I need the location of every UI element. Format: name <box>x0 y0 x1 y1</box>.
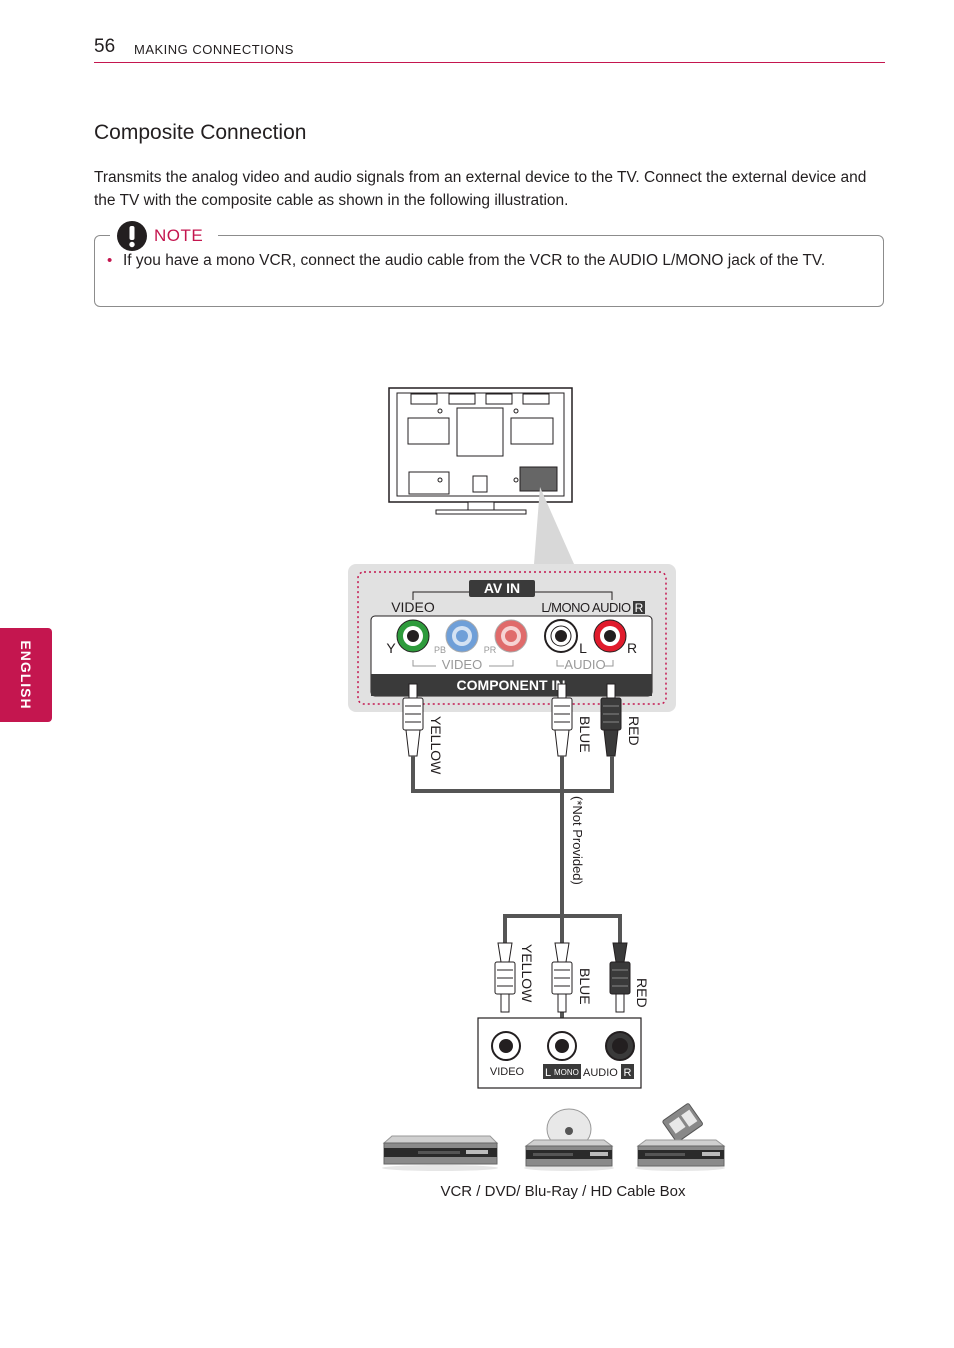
cable-top-yellow-label: YELLOW <box>428 716 444 775</box>
device-r-label: R <box>624 1067 632 1079</box>
intro-paragraph: Transmits the analog video and audio sig… <box>94 169 867 209</box>
cable-top-red-label: RED <box>626 716 642 746</box>
note-bullet: • <box>107 252 113 269</box>
device-mono-label: MONO <box>554 1068 579 1077</box>
top-plug-yellow <box>402 683 424 757</box>
pr-label: PR <box>484 645 497 655</box>
section-title: MAKING CONNECTIONS <box>134 42 294 57</box>
r-label: R <box>627 640 637 656</box>
jack-pb <box>445 619 479 653</box>
audio-bottom-label: AUDIO <box>564 657 605 672</box>
cable-box-illustration <box>635 1103 726 1171</box>
cable-bottom-yellow-label: YELLOW <box>519 944 535 1003</box>
device-l-label: L <box>545 1067 551 1079</box>
note-text: If you have a mono VCR, connect the audi… <box>123 252 826 269</box>
device-caption: VCR / DVD/ Blu-Ray / HD Cable Box <box>440 1183 686 1200</box>
note-label: NOTE <box>154 226 204 245</box>
l-label: L <box>579 640 587 656</box>
device-audio-label: AUDIO <box>583 1067 618 1079</box>
bottom-plug-yellow <box>494 942 516 1013</box>
page-number: 56 <box>94 36 116 57</box>
cable-bottom-red-label: RED <box>634 978 650 1008</box>
device-jack-panel: VIDEO L MONO AUDIO R <box>477 1017 642 1089</box>
top-plug-white <box>551 683 573 757</box>
header-rule <box>94 62 885 63</box>
page-title: Composite Connection <box>94 121 307 144</box>
video-bottom-label: VIDEO <box>442 657 482 672</box>
language-tab: ENGLISH <box>0 628 52 722</box>
cable-top-blue-label: BLUE <box>577 716 593 753</box>
top-plug-red <box>600 683 622 757</box>
component-in-label: COMPONENT IN <box>457 677 566 693</box>
y-label: Y <box>386 640 396 656</box>
bottom-plug-red <box>609 942 631 1013</box>
exclamation-icon <box>117 221 147 251</box>
jack-pr <box>494 619 528 653</box>
av-input-panel: AV IN VIDEO L/MONO AUDIO R <box>348 564 676 712</box>
bottom-plug-white <box>551 942 573 1013</box>
cable-bottom-blue-label: BLUE <box>577 968 593 1005</box>
jack-audio-l <box>544 619 578 653</box>
jack-audio-r <box>593 619 627 653</box>
note-box <box>94 235 884 307</box>
device-video-label: VIDEO <box>490 1066 525 1078</box>
tv-back-illustration <box>388 387 573 515</box>
vcr-illustration <box>382 1135 499 1171</box>
lmono-audio-label: L/MONO AUDIO <box>541 600 631 615</box>
dvd-player-illustration <box>524 1108 614 1171</box>
video-label: VIDEO <box>391 599 435 615</box>
r-badge: R <box>635 601 644 615</box>
pb-label: PB <box>434 645 446 655</box>
not-provided-label: (*Not Provided) <box>570 796 585 885</box>
av-in-label: AV IN <box>484 580 520 596</box>
jack-video-y <box>396 619 430 653</box>
